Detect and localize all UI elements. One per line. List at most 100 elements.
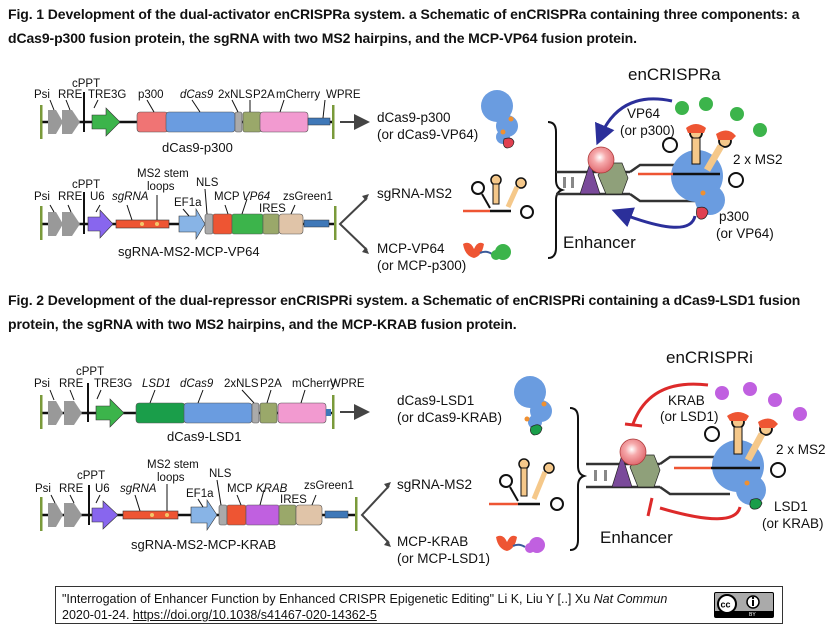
promoter-arrow <box>91 107 121 137</box>
label-effector: VP64 <box>242 191 270 203</box>
fig2-construct-sgrna: Psi RRE cPPT U6 sgRNA MS2 stem loops EF1… <box>35 459 358 552</box>
ef1a-arrow <box>178 207 206 241</box>
label-promoter: TRE3G <box>94 378 132 390</box>
mcp-effector-icon <box>496 535 545 553</box>
ms2-label: 2 x MS2 <box>776 442 826 457</box>
label-rre: RRE <box>58 89 83 101</box>
label-mcp: MCP <box>214 191 240 203</box>
label-u6: U6 <box>90 191 105 203</box>
arrow-split <box>360 485 390 544</box>
label-promoter: TRE3G <box>88 89 126 101</box>
sgrna-ms2-icon <box>489 458 564 511</box>
label-cppt: cPPT <box>76 366 104 378</box>
bottom-effector-alt: (or KRAB) <box>762 516 824 531</box>
output-mcp: MCP-KRAB <box>397 534 468 549</box>
label-ef1a: EF1a <box>174 197 202 209</box>
dcas9-protein-icon <box>481 90 518 149</box>
system-title: enCRISPRa <box>628 65 721 84</box>
label-psi: Psi <box>34 191 50 203</box>
label-reporter: zsGreen1 <box>304 480 354 492</box>
doi-link[interactable]: https://doi.org/10.1038/s41467-020-14362… <box>132 608 377 622</box>
label-nls: 2xNLS <box>218 89 253 101</box>
brace <box>569 407 588 551</box>
top-effector-alt: (or LSD1) <box>660 409 719 424</box>
brace <box>547 121 566 259</box>
label-p2a: P2A <box>260 378 282 390</box>
citation-journal: Nat Commun <box>593 592 668 606</box>
label-rre: RRE <box>59 483 84 495</box>
output-sgrna: sgRNA-MS2 <box>377 186 452 201</box>
top-effector-alt: (or p300) <box>620 123 675 138</box>
label-ires: IRES <box>259 203 286 215</box>
fig1-construct-dcas9: Psi RRE cPPT TRE3G p300 dCas9 2xNLS P2A … <box>34 78 361 155</box>
label-ires: IRES <box>280 494 307 506</box>
output-dcas9: dCas9-LSD1 <box>397 393 474 408</box>
label-dcas9: dCas9 <box>180 378 214 390</box>
construct-name: sgRNA-MS2-MCP-VP64 <box>118 244 260 259</box>
label-reporter: mCherry <box>292 378 336 390</box>
label-p2a: P2A <box>253 89 275 101</box>
output-mcp-alt: (or MCP-LSD1) <box>397 551 490 566</box>
label-psi: Psi <box>34 378 50 390</box>
figure-2-caption: Fig. 2 Development of the dual-repressor… <box>8 292 801 332</box>
label-effector: LSD1 <box>142 378 171 390</box>
encrispra-complex: enCRISPRa VP64 (or p300) 2 x MS2 p300 <box>556 65 783 252</box>
label-rre: RRE <box>58 191 83 203</box>
ms2-label: 2 x MS2 <box>733 152 783 167</box>
label-rre: RRE <box>59 378 84 390</box>
output-dcas9-alt: (or dCas9-KRAB) <box>397 410 502 425</box>
label-ms2-loops: loops <box>157 472 185 484</box>
label-wpre: WPRE <box>326 89 361 101</box>
label-nls: NLS <box>196 177 219 189</box>
label-ms2-loops: loops <box>147 181 175 193</box>
label-effector: p300 <box>138 89 164 101</box>
label-cppt: cPPT <box>72 78 100 90</box>
label-nls: NLS <box>209 468 232 480</box>
label-ef1a: EF1a <box>186 488 214 500</box>
label-nls: 2xNLS <box>224 378 259 390</box>
citation-footer: "Interrogation of Enhancer Function by E… <box>55 586 783 624</box>
bottom-effector-alt: (or VP64) <box>716 226 774 241</box>
output-sgrna: sgRNA-MS2 <box>397 477 472 492</box>
u6-arrow <box>87 209 114 239</box>
citation-title: "Interrogation of Enhancer Function by E… <box>62 592 594 606</box>
label-cppt: cPPT <box>77 470 105 482</box>
encrispri-complex: enCRISPRi KRAB (or LSD1) 2 x MS2 <box>586 348 826 547</box>
label-psi: Psi <box>34 89 50 101</box>
cc-by-icon: cc BY <box>714 592 774 618</box>
output-mcp: MCP-VP64 <box>377 241 445 256</box>
output-dcas9: dCas9-p300 <box>377 110 451 125</box>
label-ms2-stem: MS2 stem <box>137 168 189 180</box>
label-sgrna: sgRNA <box>120 483 157 495</box>
construct-name: dCas9-LSD1 <box>167 429 241 444</box>
dcas9-protein-icon <box>514 376 552 436</box>
label-cppt: cPPT <box>72 179 100 191</box>
mcp-effector-icon <box>463 242 511 260</box>
citation-date: 2020-01-24. <box>62 608 133 622</box>
system-title: enCRISPRi <box>666 348 753 367</box>
label-effector: KRAB <box>256 483 288 495</box>
label-dcas9: dCas9 <box>180 89 214 101</box>
arrow-split <box>338 197 368 251</box>
label-mcp: MCP <box>227 483 253 495</box>
figure-1-caption: Fig. 1 Development of the dual-activator… <box>8 6 800 46</box>
by-text: BY <box>749 612 756 617</box>
rre-element <box>62 110 80 134</box>
label-sgrna: sgRNA <box>112 191 149 203</box>
output-mcp-alt: (or MCP-p300) <box>377 258 466 273</box>
label-reporter: mCherry <box>276 89 320 101</box>
cc-text: cc <box>721 600 731 610</box>
construct-name: dCas9-p300 <box>162 140 233 155</box>
sgrna-ms2-icon <box>463 174 534 219</box>
enhancer-label: Enhancer <box>563 233 636 252</box>
bottom-effector-label: LSD1 <box>774 499 808 514</box>
fig2-construct-dcas9: Psi RRE cPPT TRE3G LSD1 dCas9 2xNLS P2A … <box>34 366 365 444</box>
label-u6: U6 <box>95 483 110 495</box>
construct-name: sgRNA-MS2-MCP-KRAB <box>131 537 276 552</box>
bottom-effector-label: p300 <box>719 209 749 224</box>
label-psi: Psi <box>35 483 51 495</box>
label-reporter: zsGreen1 <box>283 191 333 203</box>
label-wpre: WPRE <box>330 378 365 390</box>
output-dcas9-alt: (or dCas9-VP64) <box>377 127 478 142</box>
label-ms2-stem: MS2 stem <box>147 459 199 471</box>
